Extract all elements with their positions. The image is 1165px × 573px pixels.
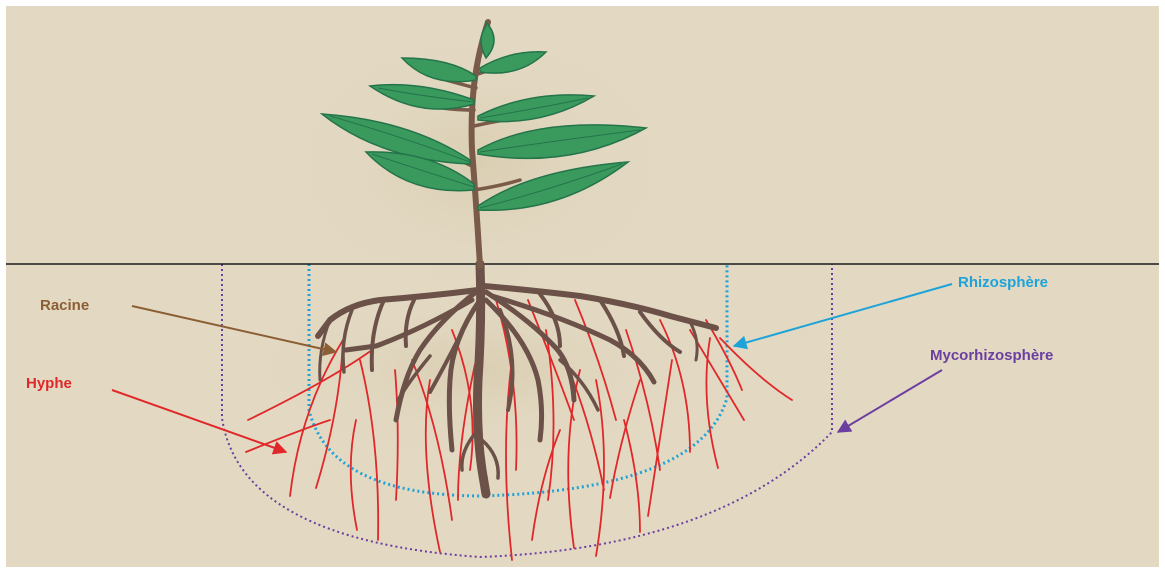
- hyphe-label: Hyphe: [26, 375, 72, 392]
- racine-label: Racine: [40, 297, 89, 314]
- rhizosphere-label: Rhizosphère: [958, 274, 1048, 291]
- mycorhizosphere-label: Mycorhizosphère: [930, 347, 1053, 364]
